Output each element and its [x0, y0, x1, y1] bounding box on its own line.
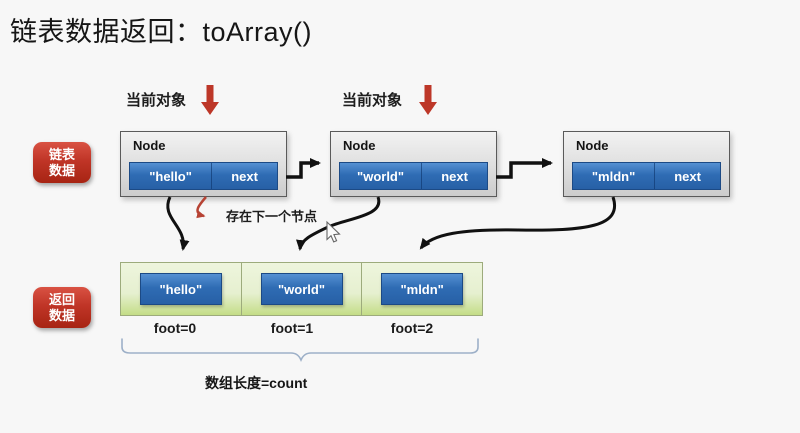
label-return-data: 返回数据 [33, 287, 91, 328]
node-2-bar: "world" next [339, 162, 488, 190]
node-1-value: "hello" [130, 163, 213, 189]
arrow-node3-to-cell2 [419, 196, 617, 250]
current-object-arrow-2-icon [419, 85, 437, 115]
foot-label-2: foot=2 [390, 320, 434, 336]
node-2-title: Node [343, 138, 376, 153]
array-length-label: 数组长度=count [205, 375, 308, 391]
node-3-value: "mldn" [573, 163, 656, 189]
arrow-next-annotation [196, 196, 207, 219]
current-object-arrow-1-icon [201, 85, 219, 115]
arrow-node2-to-node3 [496, 158, 553, 179]
array-cell-0: "hello" [120, 262, 242, 316]
node-1-title: Node [133, 138, 166, 153]
node-1-bar: "hello" next [129, 162, 278, 190]
foot-label-0: foot=0 [153, 320, 197, 336]
array-cell-0-value: "hello" [139, 273, 222, 305]
label-return-data-text: 返回数据 [48, 291, 75, 323]
array-length-brace [121, 338, 479, 363]
result-array: "hello" "world" "mldn" [120, 262, 484, 316]
node-box-2: Node "world" next [330, 131, 497, 197]
next-node-annotation: 存在下一个节点 [226, 209, 318, 224]
node-2-value: "world" [340, 163, 423, 189]
arrow-node1-to-cell0 [166, 196, 190, 251]
array-cell-1: "world" [240, 262, 363, 316]
node-box-1: Node "hello" next [120, 131, 287, 197]
node-3-title: Node [576, 138, 609, 153]
current-object-label-2: 当前对象 [342, 92, 403, 109]
page-title: 链表数据返回：toArray() [10, 17, 313, 47]
node-2-next: next [441, 168, 468, 184]
node-3-next: next [674, 168, 701, 184]
array-cell-2: "mldn" [361, 262, 484, 316]
label-linked-list-data: 链表数据 [33, 142, 91, 183]
node-1-next: next [231, 168, 258, 184]
array-cell-2-value: "mldn" [381, 273, 464, 305]
label-linked-list-data-text: 链表数据 [48, 146, 75, 178]
arrow-node1-to-node2 [286, 158, 321, 179]
node-3-bar: "mldn" next [572, 162, 721, 190]
mouse-cursor-icon [326, 220, 341, 243]
array-cell-1-value: "world" [260, 273, 343, 305]
current-object-label-1: 当前对象 [126, 92, 187, 109]
foot-label-1: foot=1 [270, 320, 314, 336]
node-box-3: Node "mldn" next [563, 131, 730, 197]
